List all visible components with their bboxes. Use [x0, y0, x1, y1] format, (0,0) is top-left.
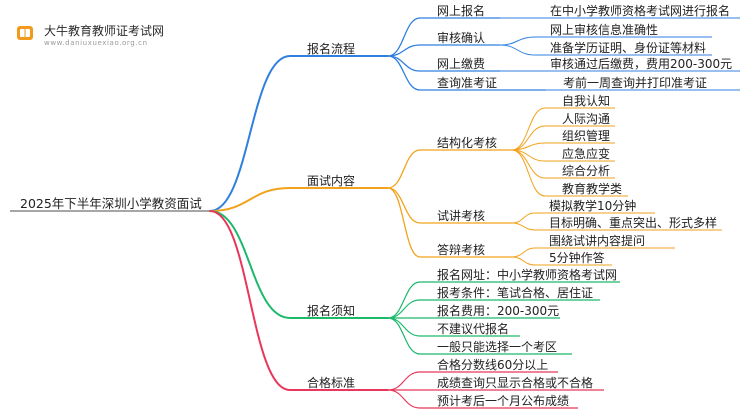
connector-line [387, 55, 421, 91]
node-online-register: 网上报名 [437, 4, 486, 18]
leaf-verify-info: 网上审核信息准确性 [550, 23, 659, 37]
connector-line [511, 222, 536, 231]
connector-line [209, 210, 291, 319]
connector-line [387, 317, 421, 355]
site-logo: 大牛教育教师证考试网 www.daniuxuexiao.org.cn [6, 8, 196, 48]
connector-line [511, 149, 546, 197]
connector-line [511, 247, 536, 258]
connector-line [387, 55, 421, 72]
leaf-organization: 组织管理 [562, 129, 611, 143]
connector-line [387, 389, 421, 409]
connector-line [511, 125, 546, 151]
branch-registration-notes: 报名须知 [307, 304, 356, 318]
connector-line [511, 107, 546, 151]
standard-passing-score: 合格分数线60分以上 [437, 358, 549, 372]
connector-line [209, 55, 291, 212]
connector-line [387, 187, 421, 258]
root-node: 2025年下半年深圳小学教资面试 [20, 196, 202, 211]
standard-result-display: 成绩查询只显示合格或不合格 [437, 376, 594, 390]
leaf-teaching: 教育教学类 [562, 182, 623, 196]
leaf-mock-teaching: 模拟教学10分钟 [549, 199, 637, 213]
leaf-communication: 人际沟通 [562, 112, 611, 126]
note-no-proxy: 不建议代报名 [437, 322, 510, 336]
note-fee: 报名费用：200-300元 [437, 304, 560, 318]
node-structured: 结构化考核 [437, 136, 498, 150]
node-trial-lecture: 试讲考核 [437, 209, 486, 223]
leaf-defense-questions: 围绕试讲内容提问 [549, 234, 646, 248]
note-register-url: 报名网址：中小学教师资格考试网 [437, 268, 618, 282]
note-conditions: 报考条件：笔试合格、居住证 [437, 286, 594, 300]
connector-line [387, 17, 421, 57]
connector-line [387, 317, 421, 337]
connector-line [499, 44, 536, 56]
node-online-payment: 网上缴费 [437, 57, 486, 71]
book-icon [17, 26, 33, 40]
connector-line [499, 36, 536, 46]
connector-line [387, 371, 421, 391]
leaf-register-site: 在中小学教师资格考试网进行报名 [550, 4, 731, 18]
branch-registration-process: 报名流程 [307, 42, 356, 56]
leaf-self-awareness: 自我认知 [562, 94, 611, 108]
connector-line [511, 256, 536, 266]
branch-interview-content: 面试内容 [307, 174, 356, 188]
leaf-payment-fee: 审核通过后缴费，费用200-300元 [550, 57, 733, 71]
branch-pass-standard: 合格标准 [307, 376, 356, 390]
leaf-emergency: 应急应变 [562, 147, 611, 161]
note-one-area: 一般只能选择一个考区 [437, 340, 558, 354]
standard-publish-time: 预计考后一个月公布成绩 [437, 394, 570, 408]
connector-line [387, 299, 421, 319]
node-admission-ticket: 查询准考证 [437, 76, 498, 90]
leaf-lecture-goals: 目标明确、重点突出、形式多样 [549, 216, 718, 230]
logo-url: www.daniuxuexiao.org.cn [44, 39, 148, 47]
connector-line [511, 212, 536, 224]
connector-line [209, 187, 291, 212]
node-defense: 答辩考核 [437, 243, 486, 257]
connector-line [209, 210, 291, 391]
leaf-defense-time: 5分钟作答 [549, 251, 605, 265]
leaf-analysis: 综合分析 [562, 164, 611, 178]
node-review-confirm: 审核确认 [437, 31, 486, 45]
leaf-print-ticket: 考前一周查询并打印准考证 [563, 76, 708, 90]
connector-line [387, 149, 421, 189]
connector-line [387, 187, 421, 224]
logo-title: 大牛教育教师证考试网 [44, 24, 165, 38]
leaf-prepare-docs: 准备学历证明、身份证等材料 [550, 41, 707, 55]
connector-line [387, 281, 421, 319]
